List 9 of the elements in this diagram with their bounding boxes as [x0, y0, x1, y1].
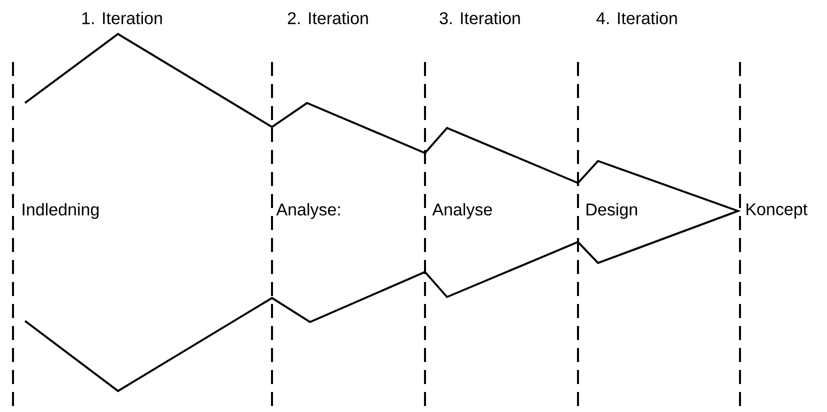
phase-label: Analyse [432, 203, 492, 219]
iteration-label: 3. Iteration [440, 12, 520, 24]
phase-label: Indledning [22, 203, 99, 219]
iteration-label: 1. Iteration [82, 12, 162, 24]
iteration-label: 2. Iteration [288, 12, 368, 24]
phase-label: Analyse: [276, 203, 340, 219]
phase-label: Design [586, 203, 637, 219]
iteration-label: 4. Iteration [596, 12, 677, 24]
phase-label: Koncept [746, 203, 808, 219]
